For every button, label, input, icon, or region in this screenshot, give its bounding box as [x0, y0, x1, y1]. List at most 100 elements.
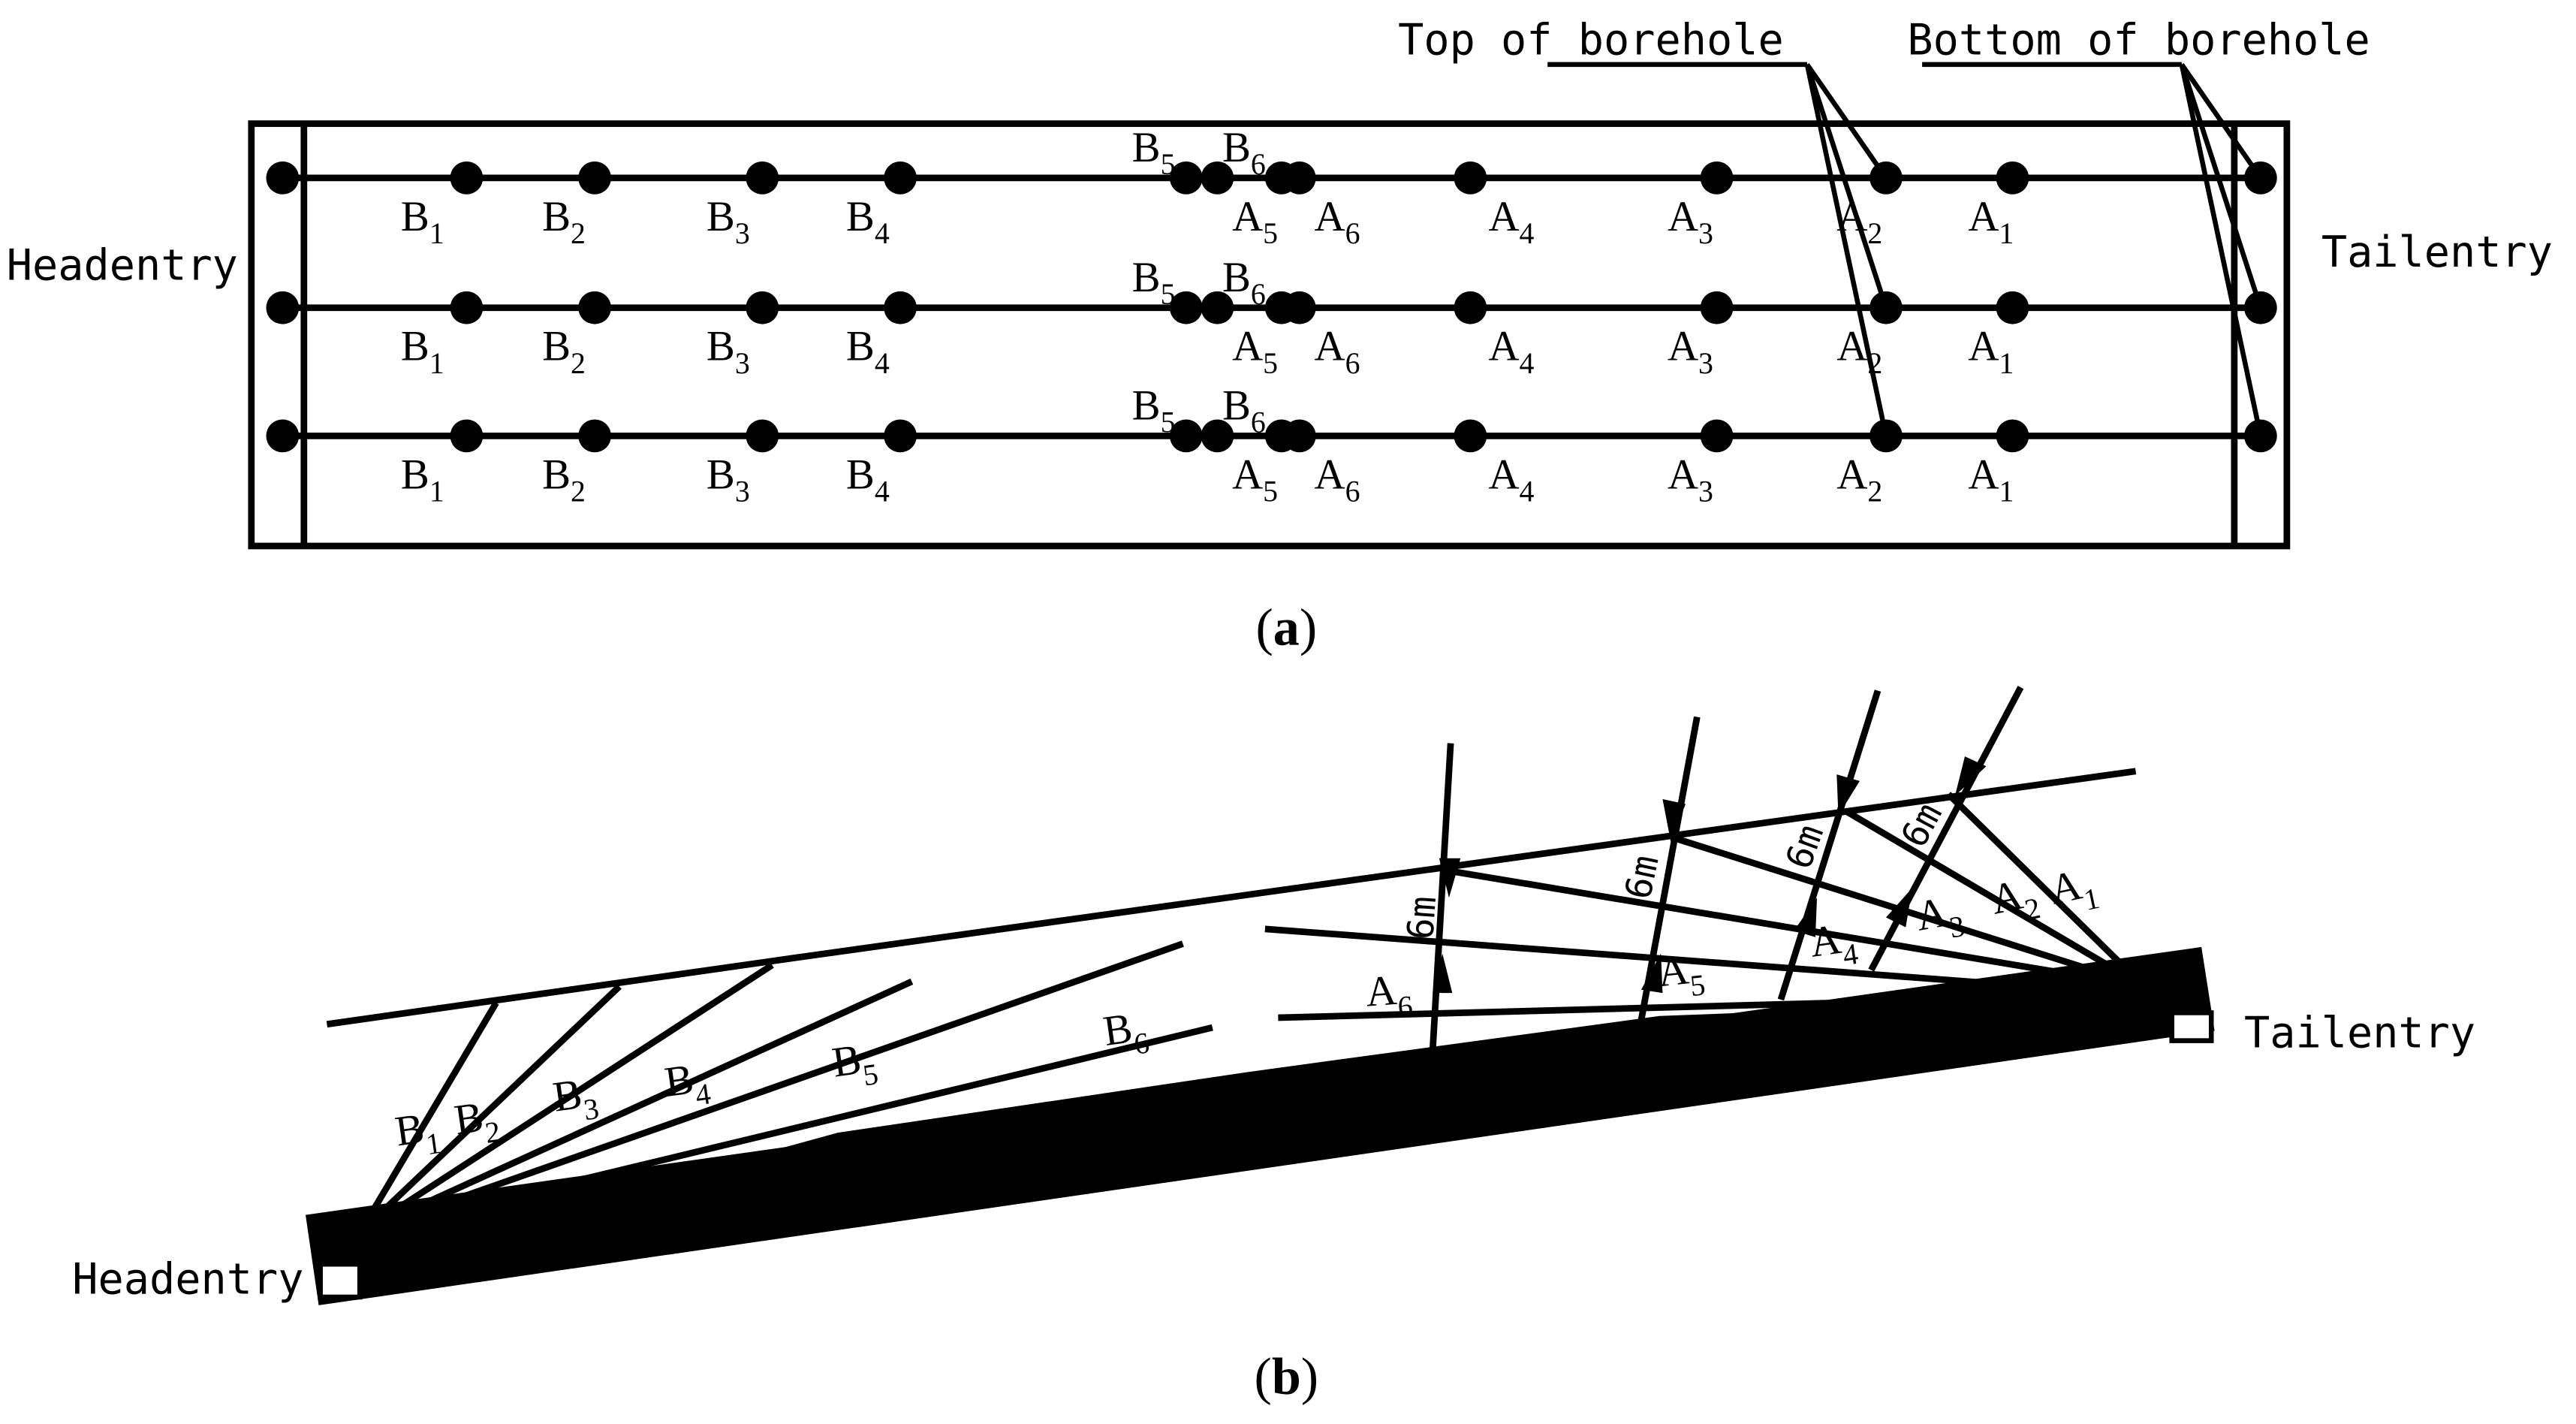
borehole-marker: [1454, 419, 1487, 453]
borehole-b2: [357, 984, 622, 1235]
a-label: A3: [1668, 451, 1713, 508]
top-leader-1: [1805, 62, 1888, 180]
arrow-1-head-down: [1439, 858, 1461, 898]
tailentry-box: [2169, 1010, 2214, 1043]
arrow-4-shaft: [1868, 686, 2024, 972]
a-label: A5: [1232, 193, 1278, 250]
section-b-label-5: B5: [830, 1033, 881, 1096]
panel-b-headentry-label: Headentry: [72, 1255, 303, 1305]
borehole-marker: [746, 419, 779, 453]
spacing-label-1: 6m: [1399, 895, 1445, 941]
borehole-b1: [357, 1001, 499, 1235]
caption-a: (a): [1255, 599, 1317, 656]
top-leader-2: [1804, 63, 1889, 309]
b-label-1: B1: [401, 323, 444, 380]
caption-a-letter: a: [1273, 599, 1300, 656]
arrow-3-head-up: [1794, 898, 1818, 937]
borehole-marker: [450, 419, 484, 453]
borehole-a3: [1674, 835, 2145, 990]
borehole-marker: [578, 291, 611, 324]
a-label: A5: [1232, 451, 1278, 508]
borehole-marker: [1169, 419, 1203, 453]
arrow-3-shaft: [1777, 689, 1882, 1001]
panel-b-tailentry-label: Tailentry: [2244, 1008, 2475, 1057]
roof-line-right: [801, 768, 2137, 961]
borehole-marker: [1700, 419, 1734, 453]
spacing-label-2: 6m: [1617, 852, 1668, 903]
borehole-marker: [1700, 291, 1734, 324]
borehole-marker: [746, 161, 779, 195]
borehole-a1: [1946, 792, 2147, 989]
headentry-box: [318, 1261, 363, 1300]
a-label: A5: [1232, 323, 1278, 380]
borehole-marker: [884, 291, 917, 324]
a-label: A6: [1315, 323, 1360, 380]
borehole-marker: [1454, 291, 1487, 324]
a-label: A1: [1968, 193, 2014, 250]
arrow-2-head-up: [1641, 953, 1663, 994]
section-b-label-1: B1: [393, 1103, 444, 1165]
bottom-of-borehole-label: Bottom of borehole: [1907, 16, 2370, 65]
borehole-b5: [358, 940, 1184, 1236]
a-label: A4: [1488, 193, 1534, 250]
a-boreholes: [1264, 792, 2147, 1021]
borehole-a2: [1843, 807, 2146, 990]
arrow-1-shaft: [1429, 743, 1454, 1053]
a-label: A3: [1668, 193, 1713, 250]
arrow-1-head-up: [1433, 953, 1453, 994]
a-label: A2: [1836, 323, 1882, 380]
panel-a-headentry-label: Headentry: [7, 241, 238, 291]
a-label: A4: [1488, 323, 1534, 380]
bottom-leader-2: [2179, 63, 2263, 309]
b-label-5: B5: [1132, 254, 1176, 311]
roof-line-left: [326, 953, 803, 1028]
borehole-marker: [266, 291, 300, 324]
b-label-2: B2: [542, 323, 586, 380]
b-label-2: B2: [542, 193, 586, 250]
a-label: A1: [1968, 451, 2014, 508]
a-label: A1: [1968, 323, 2014, 380]
top-of-borehole-callout: [1547, 62, 1889, 437]
borehole-marker: [884, 419, 917, 453]
borehole-marker: [1454, 161, 1487, 195]
borehole-a5: [1264, 925, 2144, 998]
borehole-marker: [450, 291, 484, 324]
b-label-3: B3: [707, 451, 750, 508]
borehole-marker: [1169, 161, 1203, 195]
borehole-marker: [266, 419, 300, 453]
working-face-band: [305, 946, 2215, 1305]
borehole-a6: [1278, 991, 2144, 1021]
spacing-arrows: [1429, 686, 2024, 1053]
arrow-4-head-up: [1885, 888, 1912, 928]
borehole-marker: [1996, 291, 2029, 324]
a-label: A2: [1836, 451, 1882, 508]
section-b-label-4: B4: [661, 1053, 713, 1115]
borehole-marker: [1282, 161, 1316, 195]
borehole-marker: [1996, 419, 2029, 453]
borehole-marker: [450, 161, 484, 195]
borehole-marker: [1282, 291, 1316, 324]
top-of-borehole-label: Top of borehole: [1398, 16, 1784, 65]
b-label-4: B4: [846, 451, 890, 508]
borehole-a4: [1442, 866, 2145, 990]
b-label-5: B5: [1132, 124, 1176, 181]
panel-a-frame: [248, 120, 2291, 550]
b-label-2: B2: [542, 451, 586, 508]
section-a-label-5: A5: [1656, 944, 1707, 1006]
borehole-marker: [1201, 161, 1234, 195]
borehole-marker: [266, 161, 300, 195]
borehole-b3: [357, 962, 774, 1236]
b-label-5: B5: [1132, 382, 1176, 439]
bottom-of-borehole-callout: [1922, 62, 2264, 437]
top-leader-3: [1804, 64, 1889, 437]
b-label-1: B1: [401, 193, 444, 250]
borehole-marker: [578, 161, 611, 195]
borehole-marker: [746, 291, 779, 324]
b-label-4: B4: [846, 193, 890, 250]
a-label: A6: [1315, 451, 1360, 508]
